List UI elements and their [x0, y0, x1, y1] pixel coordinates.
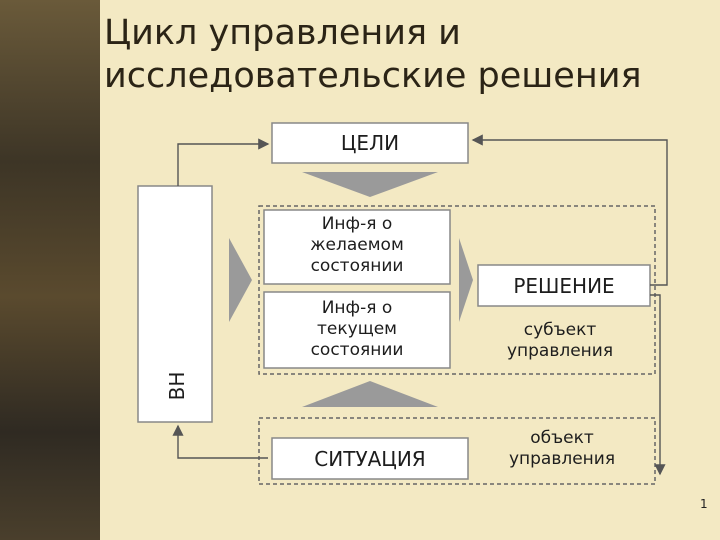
info-current-line-1: Инф-я о [321, 298, 393, 318]
object-text: объект управления [472, 428, 652, 470]
situation-box [271, 437, 469, 480]
situation-label: СИТУАЦИЯ [314, 447, 426, 471]
goals-label: ЦЕЛИ [340, 131, 400, 155]
info-decision-group [258, 205, 656, 375]
page-number: 1 [700, 497, 708, 511]
info-current-line-2: текущем [317, 319, 397, 339]
slide-title: Цикл управления и исследовательские реше… [104, 12, 704, 98]
external-environment-box [137, 185, 213, 423]
object-line-2: управления [508, 449, 616, 469]
subject-line-1: субъект [523, 320, 597, 340]
situation-to-side-connector [172, 424, 268, 459]
info-current-text: Инф-я о текущем состоянии [264, 298, 450, 361]
object-line-1: объект [530, 428, 594, 448]
info-current-line-3: состоянии [310, 340, 404, 360]
side-to-goals-connector [177, 138, 270, 186]
info-desired-line-2: желаемом [310, 235, 404, 255]
info-current-box [263, 291, 451, 369]
decorative-photo-strip [0, 0, 100, 540]
situation-up-arrow [302, 381, 438, 407]
info-to-decision-arrow [459, 238, 473, 322]
decision-to-goals-connector [471, 134, 668, 286]
left-right-arrow [229, 238, 252, 322]
subject-line-2: управления [506, 341, 614, 361]
slide-title-line-2: исследовательские решения [104, 56, 642, 96]
decision-to-object-connector [650, 294, 666, 476]
decision-label: РЕШЕНИЕ [513, 274, 615, 298]
info-desired-line-3: состоянии [310, 256, 404, 276]
info-desired-box [263, 209, 451, 285]
subject-text: субъект управления [470, 320, 650, 362]
situation-object-group [258, 417, 656, 485]
slide-title-line-1: Цикл управления и [104, 13, 461, 53]
side-label: ВН [165, 372, 189, 401]
goals-box [271, 122, 469, 164]
goals-down-arrow [302, 172, 438, 197]
decision-box [477, 264, 651, 307]
info-desired-line-1: Инф-я о [321, 214, 393, 234]
info-desired-text: Инф-я о желаемом состоянии [264, 214, 450, 277]
